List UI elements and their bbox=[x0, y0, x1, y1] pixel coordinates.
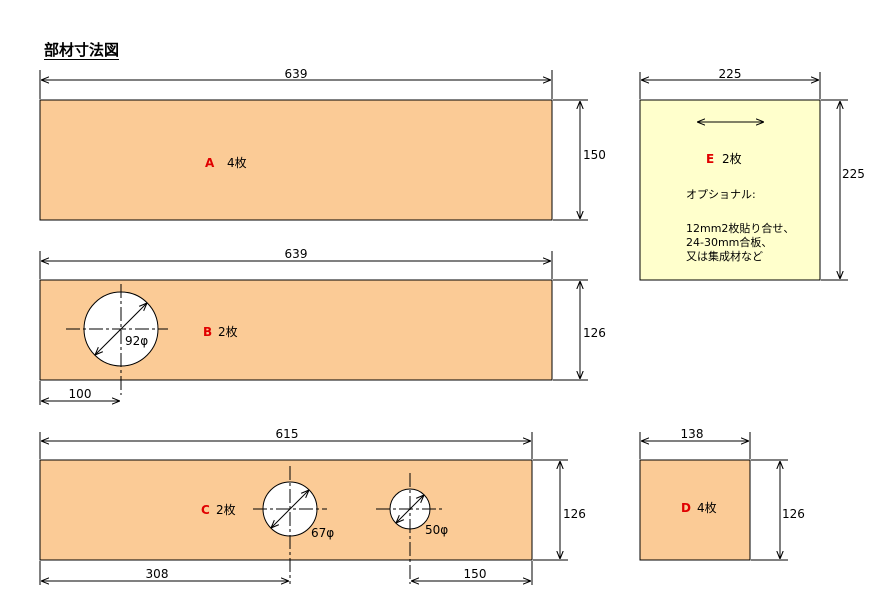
part-a: A 4枚 639 150 bbox=[39, 67, 606, 221]
part-d-count: 4枚 bbox=[697, 500, 717, 515]
part-b-count: 2枚 bbox=[218, 324, 238, 339]
part-b-hole-diameter: 92φ bbox=[125, 334, 148, 348]
part-e-note-line-2: 24-30mm合板、 bbox=[686, 235, 772, 249]
part-e-height-dimension: 225 bbox=[821, 99, 865, 281]
part-c-width-dimension: 615 bbox=[39, 427, 533, 459]
part-c-hole-small-offset-dimension: 150 bbox=[411, 561, 533, 585]
part-e-count: 2枚 bbox=[722, 151, 742, 166]
part-d-height-dimension: 126 bbox=[751, 459, 805, 561]
part-e-width-dimension: 225 bbox=[639, 67, 821, 99]
diagram-title: 部材寸法図 bbox=[44, 41, 120, 60]
part-a-width-label: 639 bbox=[285, 67, 308, 81]
part-a-letter: A bbox=[205, 156, 215, 170]
part-b-hole-offset-dimension: 100 bbox=[39, 381, 120, 405]
part-d-height-label: 126 bbox=[782, 507, 805, 521]
part-a-board bbox=[39, 99, 553, 221]
part-b-height-dimension: 126 bbox=[553, 279, 606, 381]
part-a-height-dimension: 150 bbox=[553, 99, 606, 221]
part-a-count: 4枚 bbox=[227, 155, 247, 170]
part-e-note-line-1: 12mm2枚貼り合せ、 bbox=[686, 221, 794, 235]
part-a-height-label: 150 bbox=[583, 148, 606, 162]
part-e-height-label: 225 bbox=[842, 167, 865, 181]
part-c-hole-large-offset-dimension: 308 bbox=[39, 561, 289, 585]
part-b-width-label: 639 bbox=[285, 247, 308, 261]
part-c-hole-large-offset-label: 308 bbox=[146, 567, 169, 581]
part-e-width-label: 225 bbox=[719, 67, 742, 81]
part-c-height-label: 126 bbox=[563, 507, 586, 521]
part-c-letter: C bbox=[201, 503, 210, 517]
part-d: D 4枚 138 126 bbox=[639, 427, 805, 561]
part-c-width-label: 615 bbox=[276, 427, 299, 441]
part-b: B 2枚 92φ 639 126 100 bbox=[39, 247, 606, 405]
part-e-board bbox=[639, 99, 821, 281]
part-c-hole-small: 50φ bbox=[376, 473, 448, 584]
part-d-board bbox=[639, 459, 751, 561]
part-d-width-dimension: 138 bbox=[639, 427, 751, 459]
part-c-hole-small-diameter: 50φ bbox=[425, 523, 448, 537]
part-a-width-dimension: 639 bbox=[39, 67, 553, 99]
part-c-count: 2枚 bbox=[216, 502, 236, 517]
part-b-hole: 92φ bbox=[66, 284, 168, 395]
part-e: E 2枚 オプショナル: 12mm2枚貼り合せ、 24-30mm合板、 又は集成… bbox=[639, 67, 865, 281]
part-e-note-title: オプショナル: bbox=[686, 188, 756, 201]
part-b-height-label: 126 bbox=[583, 326, 606, 340]
part-c-hole-large: 67φ bbox=[253, 466, 334, 584]
part-e-note-line-3: 又は集成材など bbox=[686, 249, 763, 263]
part-d-letter: D bbox=[681, 501, 691, 515]
part-b-letter: B bbox=[203, 325, 212, 339]
part-c-height-dimension: 126 bbox=[533, 459, 586, 561]
part-b-width-dimension: 639 bbox=[39, 247, 553, 279]
part-c-hole-large-diameter: 67φ bbox=[311, 526, 334, 540]
part-d-width-label: 138 bbox=[681, 427, 704, 441]
part-c-hole-small-offset-label: 150 bbox=[464, 567, 487, 581]
part-b-hole-offset-label: 100 bbox=[69, 387, 92, 401]
part-e-letter: E bbox=[706, 152, 714, 166]
part-c: C 2枚 67φ 50φ 615 12 bbox=[39, 427, 586, 585]
